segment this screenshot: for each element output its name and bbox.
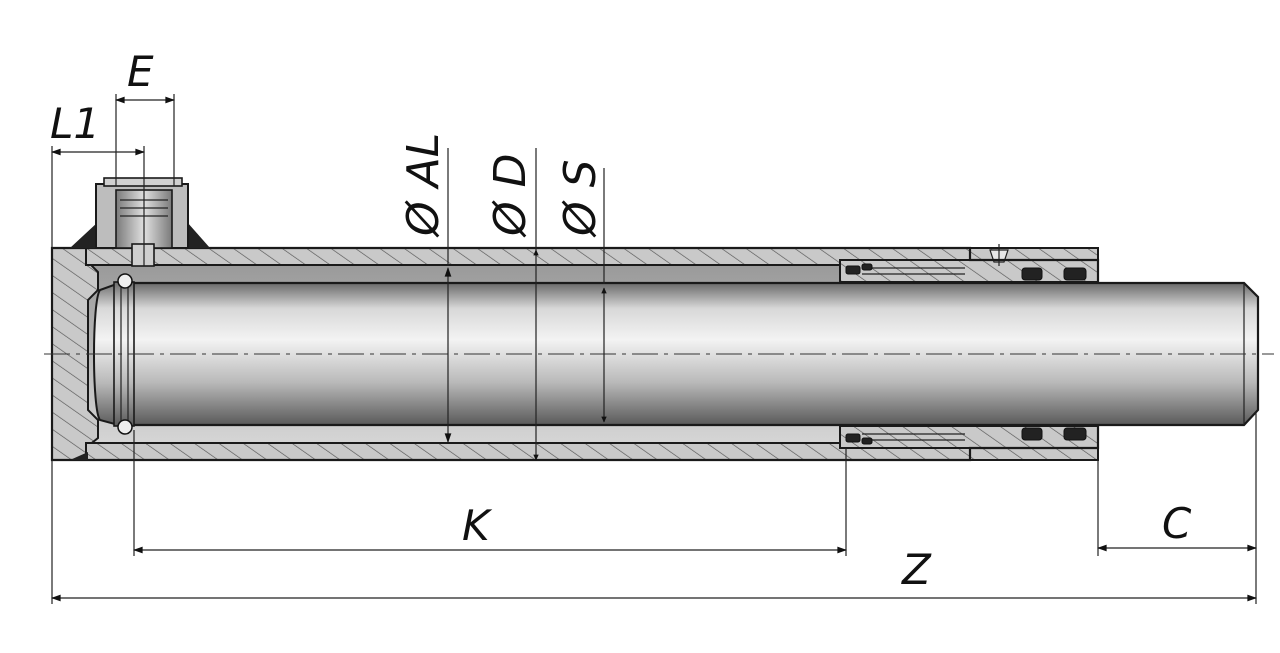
- label-D: Ø D: [485, 154, 536, 239]
- label-C: C: [1162, 499, 1192, 548]
- label-E: E: [127, 47, 154, 96]
- label-Z: Z: [901, 545, 932, 594]
- seal: [1021, 267, 1043, 281]
- tube-wall-bottom: [85, 442, 971, 461]
- seal: [1021, 427, 1043, 441]
- tube-wall-top: [85, 247, 971, 266]
- label-L1: L1: [50, 99, 100, 148]
- seal: [1063, 427, 1087, 441]
- dimension-lines: [51, 94, 1257, 604]
- gland-bottom: [839, 425, 1099, 449]
- gland-top: [839, 259, 1099, 283]
- label-AL: Ø AL: [398, 133, 449, 238]
- label-S: Ø S: [555, 159, 606, 238]
- label-K: K: [462, 501, 493, 550]
- seal: [1063, 267, 1087, 281]
